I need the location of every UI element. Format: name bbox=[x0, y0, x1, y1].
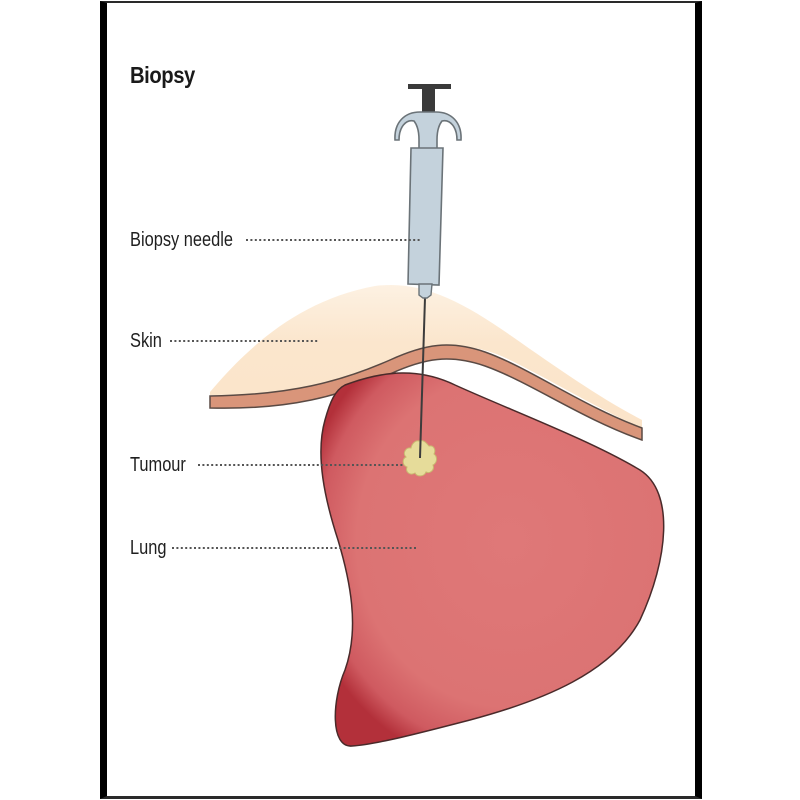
label-biopsy-needle: Biopsy needle bbox=[130, 229, 234, 251]
needle-hub bbox=[418, 283, 433, 299]
skin-fat-layer bbox=[210, 284, 642, 428]
tumour-shape bbox=[402, 440, 437, 477]
label-tumour: Tumour bbox=[130, 454, 186, 476]
leader-lines bbox=[170, 239, 420, 549]
label-skin: Skin bbox=[130, 330, 162, 352]
label-lung: Lung bbox=[130, 537, 167, 559]
finger-grips bbox=[394, 111, 462, 161]
plunger-stem bbox=[422, 86, 435, 113]
biopsy-needle-syringe bbox=[394, 84, 462, 299]
barrel bbox=[407, 147, 444, 286]
needle-shaft bbox=[419, 297, 426, 459]
lung-shape bbox=[320, 372, 665, 747]
figure-title: Biopsy bbox=[130, 62, 195, 88]
